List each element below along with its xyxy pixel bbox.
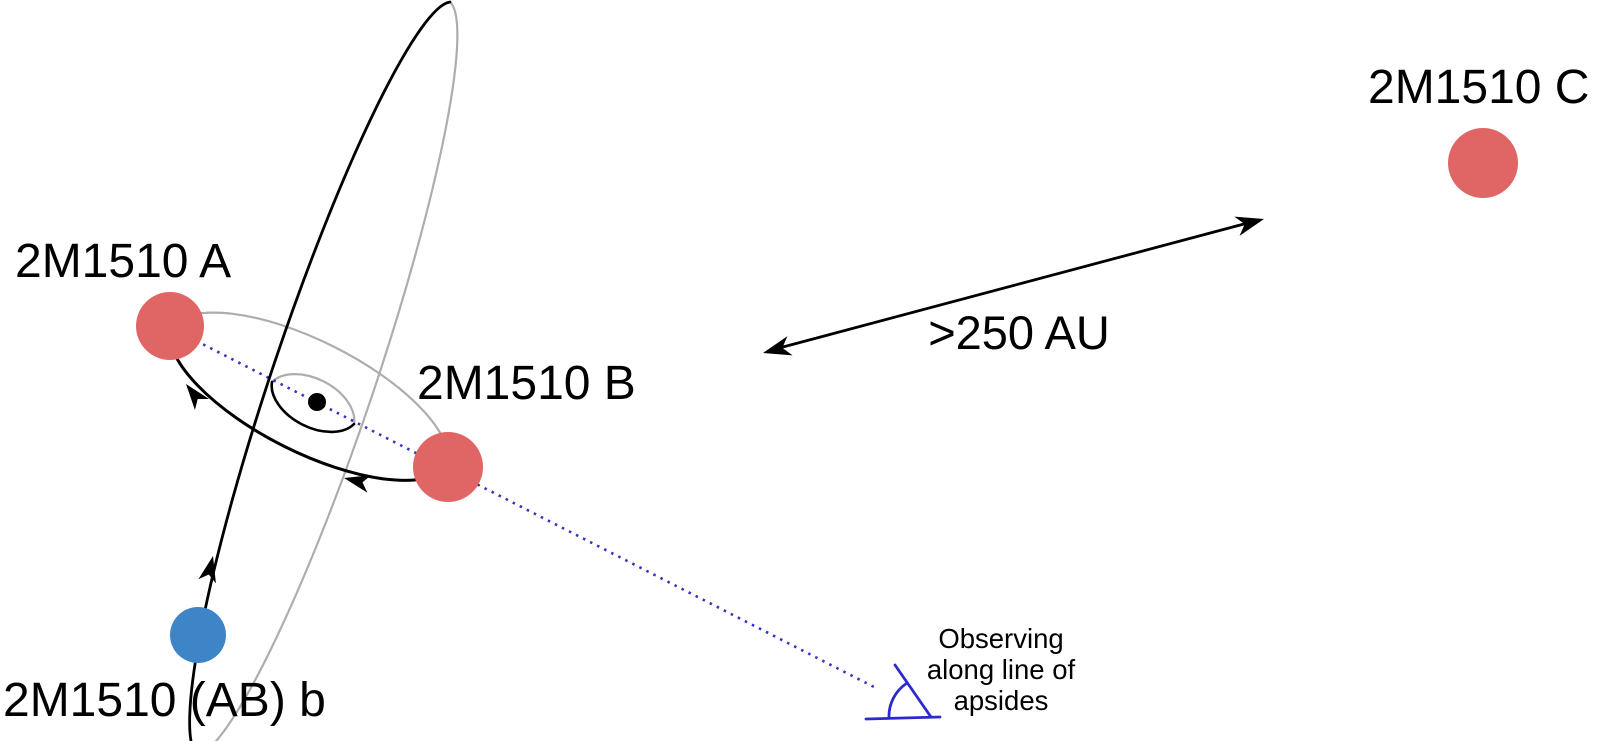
observer-angle-arc <box>887 681 909 720</box>
separation-label: >250 AU <box>928 306 1110 359</box>
star-b-circle <box>413 432 483 502</box>
separation-arrow-line <box>767 218 1260 353</box>
binary-outer-orbit-back-half <box>168 311 450 468</box>
angle-of-view-icon <box>864 663 942 721</box>
planet-b-label: 2M1510 (AB) b <box>3 674 326 727</box>
planet-orbit-back-half <box>214 0 459 741</box>
observer-caption: Observing along line of apsides <box>927 623 1076 716</box>
star-c-label: 2M1510 C <box>1368 61 1589 114</box>
star-a-circle <box>136 292 204 360</box>
orbit-direction-arrow-near-b <box>344 475 372 493</box>
center-of-mass-dot <box>308 393 326 411</box>
observer-caption-line-3: apsides <box>954 685 1049 716</box>
binary-inner-orbit-back-half <box>270 372 356 426</box>
star-b-label: 2M1510 B <box>417 357 636 410</box>
planet-b-circle <box>170 607 226 663</box>
separation-arrow-head-right <box>1234 216 1264 236</box>
observer-angle-ray <box>893 663 933 719</box>
orbit-direction-arrow-near-a <box>186 384 210 411</box>
star-c-circle <box>1448 128 1518 198</box>
planet-orbit-front-half <box>188 0 452 741</box>
observer-caption-line-1: Observing <box>938 623 1063 654</box>
separation-arrow-head-left <box>763 336 793 356</box>
binary-inner-orbit-front-half <box>270 380 356 434</box>
planet-orbit-direction-arrow <box>198 556 216 584</box>
observer-angle-baseline <box>864 715 942 721</box>
observer-caption-line-2: along line of <box>927 654 1076 685</box>
star-a-label: 2M1510 A <box>15 235 231 288</box>
